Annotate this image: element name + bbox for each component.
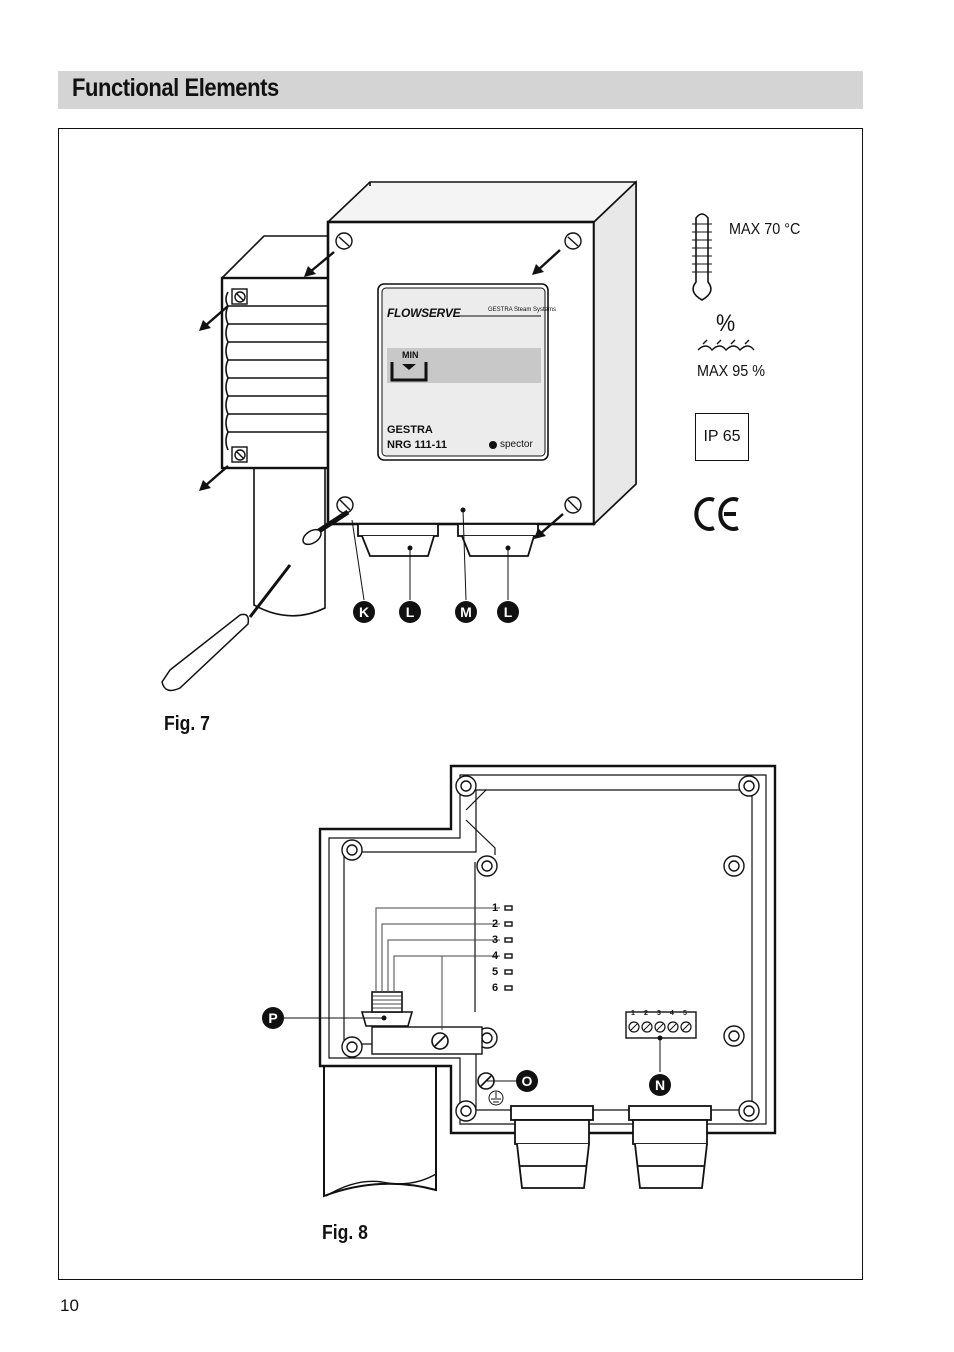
callout-p: P bbox=[262, 1007, 284, 1029]
wire-number-5: 5 bbox=[492, 966, 499, 978]
wire-number-1: 1 bbox=[492, 902, 499, 914]
temperature-limit: MAX 70 °C bbox=[729, 221, 801, 238]
wire-number-6: 6 bbox=[492, 982, 499, 994]
product-model: NRG 111-11 bbox=[387, 439, 447, 451]
page-number: 10 bbox=[60, 1296, 79, 1315]
humidity-symbol: % bbox=[716, 310, 736, 337]
terminal-number-2: 2 bbox=[644, 1010, 648, 1017]
page-title: Functional Elements bbox=[72, 74, 279, 102]
callout-k: K bbox=[353, 601, 375, 623]
ip-rating-text: IP 65 bbox=[703, 428, 741, 445]
terminal-number-1: 1 bbox=[631, 1010, 635, 1017]
callout-l-left: L bbox=[399, 601, 421, 623]
callout-m: M bbox=[455, 601, 477, 623]
min-indicator-label: MIN bbox=[402, 350, 419, 360]
flowserve-logo-text: FLOWSERVE bbox=[387, 306, 461, 320]
fig7-device-drawing bbox=[161, 180, 637, 692]
wire-number-3: 3 bbox=[492, 934, 499, 946]
fig8-terminal-box-drawing bbox=[284, 764, 777, 1198]
humidity-icon bbox=[697, 339, 755, 352]
wire-number-4: 4 bbox=[492, 950, 499, 962]
ip-rating-badge: IP 65 bbox=[695, 413, 749, 461]
humidity-limit: MAX 95 % bbox=[697, 363, 766, 380]
fig8-label: Fig. 8 bbox=[322, 1222, 368, 1244]
tagline-text: GESTRA Steam Systems bbox=[488, 307, 557, 313]
terminal-number-5: 5 bbox=[683, 1010, 687, 1017]
callout-o: O bbox=[516, 1070, 538, 1092]
terminal-number-4: 4 bbox=[670, 1010, 674, 1017]
product-name: GESTRA bbox=[387, 424, 433, 436]
wire-number-2: 2 bbox=[492, 918, 499, 930]
terminal-number-3: 3 bbox=[657, 1010, 661, 1017]
thermometer-icon bbox=[692, 213, 712, 301]
spector-logo-text: spector bbox=[500, 439, 533, 450]
section-header-bar: Functional Elements bbox=[58, 71, 863, 109]
figure-frame bbox=[58, 128, 863, 1280]
callout-l-right: L bbox=[497, 601, 519, 623]
callout-n: N bbox=[649, 1074, 671, 1096]
ce-mark-icon bbox=[694, 497, 739, 531]
fig7-label: Fig. 7 bbox=[164, 713, 210, 735]
